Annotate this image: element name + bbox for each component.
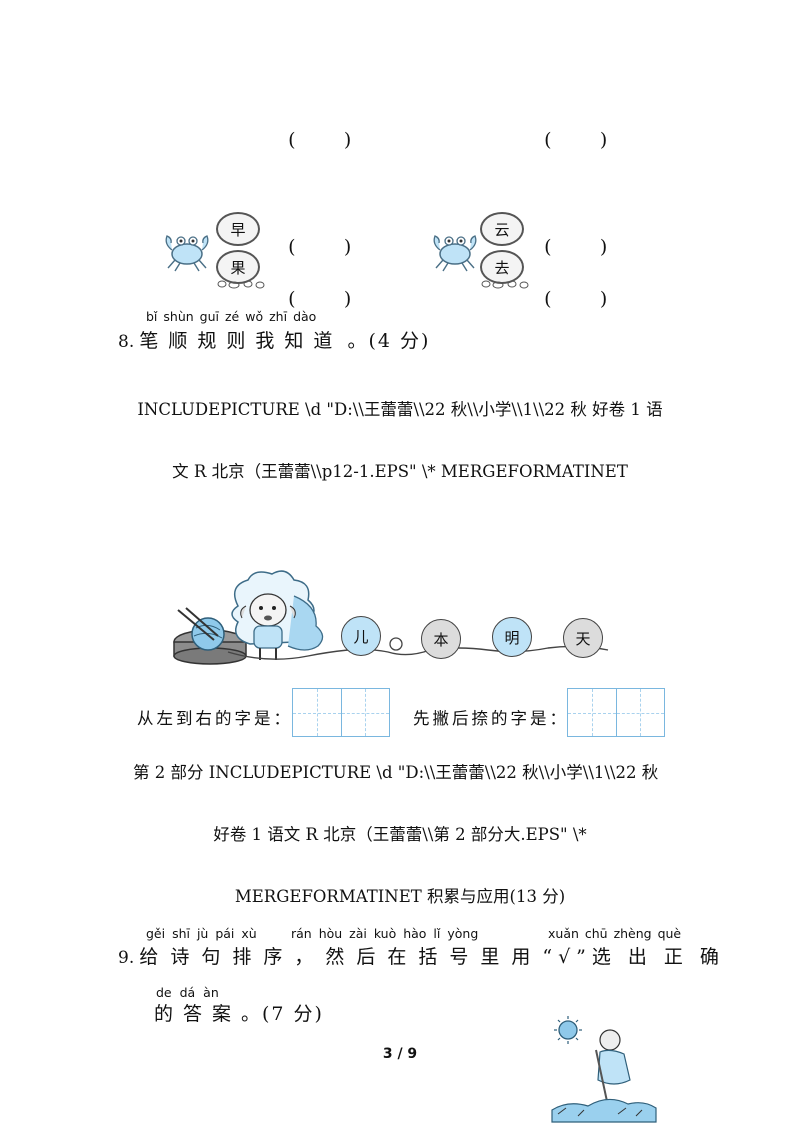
character-ball: 天 [563, 618, 603, 658]
q9-pinyin: de dá àn [156, 985, 219, 1000]
stone-char: 早 [216, 212, 260, 246]
question-8: 8. 笔顺规则我知道 。(4 分) [118, 326, 430, 353]
page-number: 3 / 9 [382, 1046, 418, 1062]
crab-icon [165, 235, 209, 272]
question-9: 9. 给诗句排序，然后在括号里用“√”选出正确 [118, 942, 736, 969]
pie-before-na-label: 先撇后捺的字是： [413, 709, 569, 728]
blank-paren-5[interactable]: ( ) [544, 236, 608, 258]
question-number: 8. [118, 332, 135, 352]
answer-grid-left[interactable] [292, 688, 390, 737]
part2-field-line: 第 2 部分 INCLUDEPICTURE \d "D:\\王蕾蕾\\22 秋\… [133, 763, 659, 782]
stone-char: 云 [480, 212, 524, 246]
question-text: 给诗句排序， [139, 946, 326, 968]
question-score: 。(7 分) [241, 1003, 324, 1025]
character-ball: 儿 [341, 616, 381, 656]
q8-pinyin: bǐ shùn guī zé wǒ zhī dào [146, 309, 317, 324]
part2-field-line: 好卷 1 语文 R 北京（王蕾蕾\\第 2 部分大.EPS" \* [213, 825, 587, 844]
crab-icon [433, 235, 477, 272]
farmer-sun-illustration [551, 1016, 657, 1123]
blank-paren-2[interactable]: ( ) [544, 129, 608, 151]
q9-pinyin: rán hòu zài kuò hào lǐ yòng [291, 926, 479, 941]
question-text: 选出正确 [591, 946, 736, 968]
blank-paren-4[interactable]: ( ) [288, 288, 352, 310]
question-text: 然后在括号里用 [325, 946, 543, 968]
question-text: 的答案 [154, 1003, 242, 1025]
q9-pinyin: gěi shī jù pái xù [146, 926, 257, 941]
question-number: 9. [118, 948, 135, 968]
check-mark-text: “√” [542, 946, 592, 968]
answer-grid-right[interactable] [567, 688, 665, 737]
sheep-knitting-illustration [173, 570, 609, 665]
left-to-right-label: 从左到右的字是： [137, 709, 293, 728]
blank-paren-1[interactable]: ( ) [288, 129, 352, 151]
question-score: 。(4 分) [347, 330, 431, 352]
blank-paren-3[interactable]: ( ) [288, 236, 352, 258]
field-code-line: INCLUDEPICTURE \d "D:\\王蕾蕾\\22 秋\\小学\\1\… [137, 400, 663, 419]
blank-paren-6[interactable]: ( ) [544, 288, 608, 310]
pebbles-icon [217, 280, 265, 289]
character-ball: 明 [492, 617, 532, 657]
field-code-line: 文 R 北京（王蕾蕾\\p12-1.EPS" \* MERGEFORMATINE… [172, 462, 628, 481]
question-9-continued: 的答案。(7 分) [154, 999, 324, 1026]
q9-pinyin: xuǎn chū zhèng què [548, 926, 682, 941]
question-text: 笔顺规则我知道 [139, 330, 343, 352]
character-ball: 本 [421, 619, 461, 659]
pebbles-icon [481, 280, 529, 289]
part2-heading: MERGEFORMATINET 积累与应用(13 分) [234, 887, 566, 906]
